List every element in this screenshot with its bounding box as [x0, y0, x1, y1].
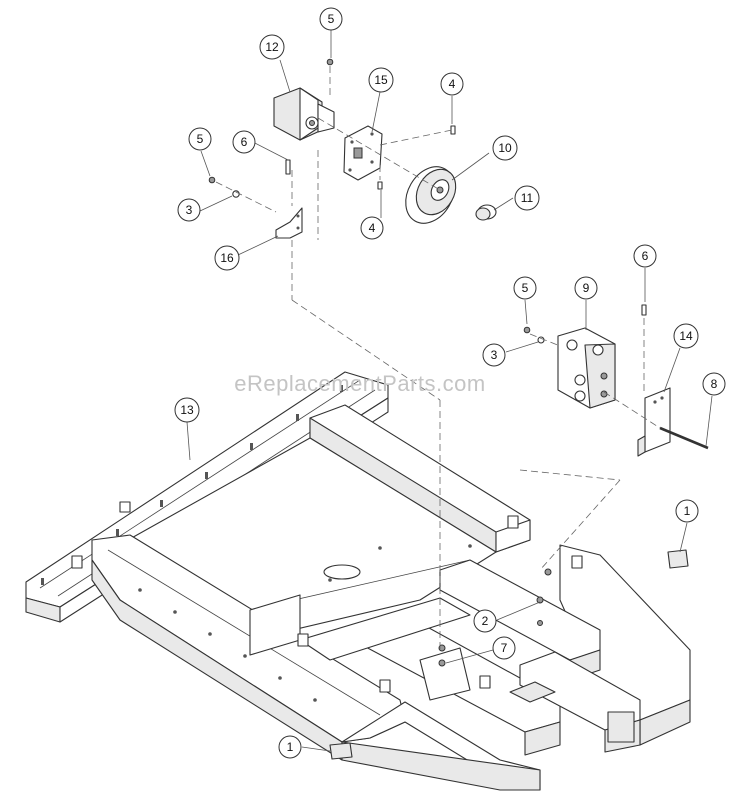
- callout-label: 14: [679, 329, 693, 343]
- callouts: 5 12 15 4 5 6 10 3 11 4 16 6 5 9 14 3 8 …: [174, 7, 726, 759]
- callout-label: 2: [482, 614, 489, 628]
- callout-2[interactable]: 2: [473, 609, 497, 633]
- frame-assembly: [25, 371, 691, 791]
- callout-6[interactable]: 6: [633, 244, 657, 268]
- callout-label: 13: [180, 403, 194, 417]
- callout-4[interactable]: 4: [360, 216, 384, 240]
- watermark-text: eReplacementParts.com: [234, 371, 485, 396]
- callout-label: 6: [642, 249, 649, 263]
- callout-label: 9: [583, 281, 590, 295]
- callout-3[interactable]: 3: [482, 343, 506, 367]
- small-hardware-upper: [208, 58, 456, 198]
- callout-10[interactable]: 10: [492, 135, 518, 161]
- pulley-10: [405, 166, 457, 224]
- mount-plate-15: [343, 125, 383, 181]
- callout-label: 5: [522, 281, 529, 295]
- callout-7[interactable]: 7: [492, 636, 516, 660]
- callout-label: 6: [241, 135, 248, 149]
- small-hardware-valve: [523, 304, 647, 344]
- callout-6[interactable]: 6: [232, 130, 256, 154]
- beam-holes: [138, 588, 317, 702]
- callout-label: 11: [521, 191, 534, 205]
- callout-label: 1: [684, 504, 691, 518]
- callout-5[interactable]: 5: [513, 276, 537, 300]
- callout-8[interactable]: 8: [702, 372, 726, 396]
- bracket-16: [275, 207, 303, 239]
- callout-4[interactable]: 4: [440, 72, 464, 96]
- valve-rod-8: [659, 426, 709, 450]
- pad-1-upper: [667, 549, 689, 569]
- valve-bracket-14: [637, 387, 671, 457]
- callout-label: 10: [498, 141, 512, 155]
- callout-label: 4: [449, 77, 456, 91]
- assembly-reference-lines: [215, 66, 661, 650]
- callout-label: 16: [220, 251, 234, 265]
- callout-1[interactable]: 1: [278, 735, 302, 759]
- callout-label: 5: [197, 132, 204, 146]
- callout-3[interactable]: 3: [177, 198, 201, 222]
- callout-14[interactable]: 14: [673, 323, 699, 349]
- callout-13[interactable]: 13: [174, 397, 200, 423]
- callout-label: 15: [374, 73, 388, 87]
- leader-lines: [186, 30, 713, 752]
- callout-label: 1: [287, 740, 294, 754]
- hub-11: [475, 204, 497, 221]
- control-valve-9: [557, 327, 616, 409]
- callout-11[interactable]: 11: [514, 185, 540, 211]
- callout-label: 3: [491, 348, 498, 362]
- callout-15[interactable]: 15: [368, 67, 394, 93]
- pad-1-lower: [329, 742, 353, 760]
- callout-label: 8: [711, 377, 718, 391]
- callout-label: 3: [186, 203, 193, 217]
- callout-label: 7: [501, 641, 508, 655]
- callout-1[interactable]: 1: [675, 499, 699, 523]
- callout-9[interactable]: 9: [574, 276, 598, 300]
- callout-12[interactable]: 12: [259, 34, 285, 60]
- callout-16[interactable]: 16: [214, 245, 240, 271]
- hydraulic-pump-12: [273, 87, 335, 141]
- callout-label: 5: [328, 12, 335, 26]
- callout-label: 4: [369, 221, 376, 235]
- callout-5[interactable]: 5: [319, 7, 343, 31]
- callout-5[interactable]: 5: [188, 127, 212, 151]
- callout-label: 12: [265, 40, 279, 54]
